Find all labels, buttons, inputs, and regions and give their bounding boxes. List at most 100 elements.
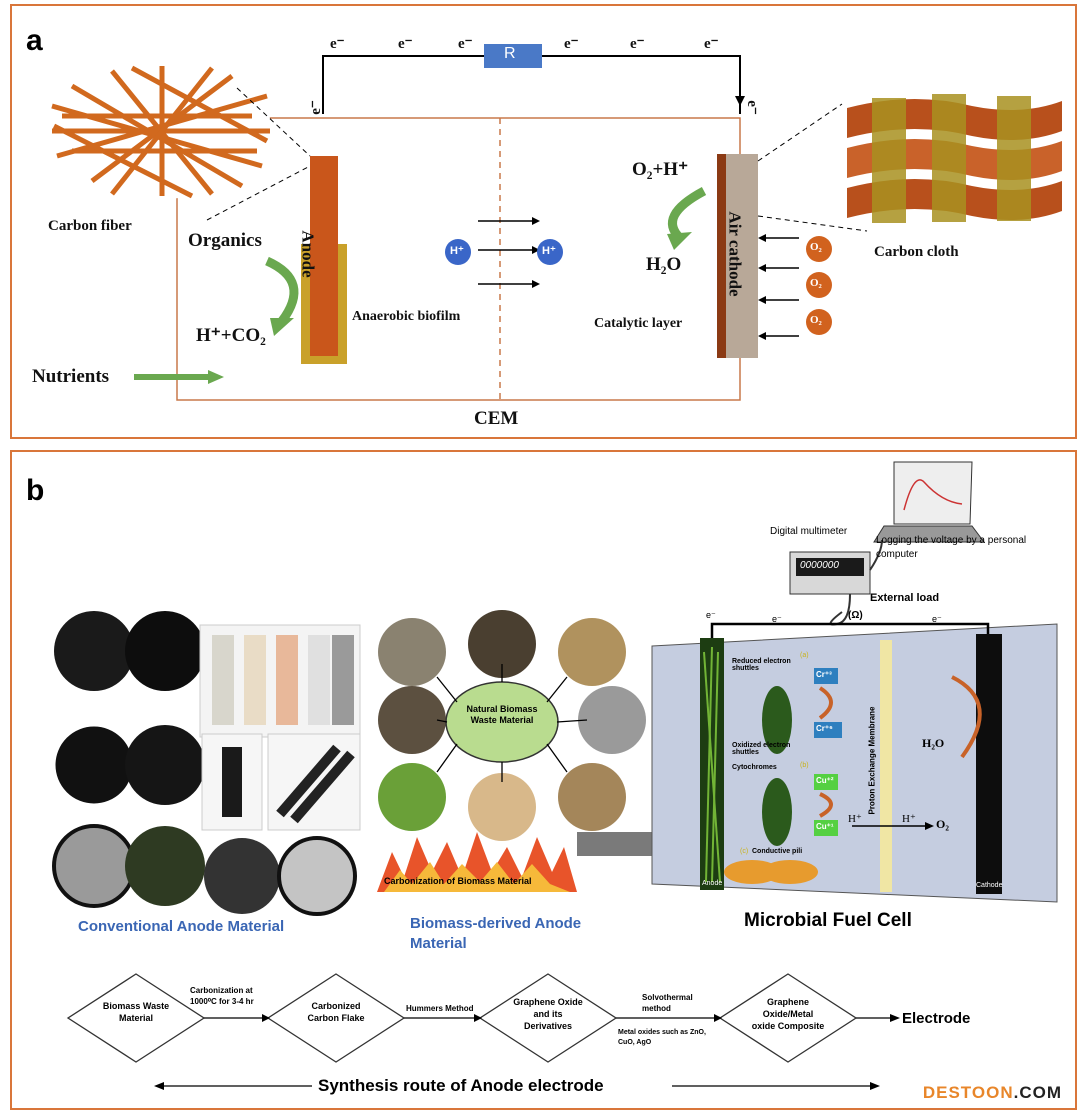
external-load-label: External load	[870, 592, 940, 604]
proton-circle	[537, 239, 563, 265]
h-co2-label: H⁺+CO₂	[196, 325, 266, 346]
cu2-label: Cu⁺²	[816, 776, 834, 785]
flow-step-2: Carbonized Carbon Flake	[307, 1001, 365, 1023]
anode-photo	[125, 725, 205, 805]
biomass-arrows	[436, 664, 588, 782]
carbon-cloth-label: Carbon cloth	[874, 244, 959, 260]
anode-photo	[125, 826, 205, 906]
proton-label: H⁺	[542, 245, 556, 257]
reduced-shuttles-label: Reduced electron shuttles	[732, 658, 791, 672]
h-plus-label: H⁺	[848, 813, 862, 825]
tag-b: (b)	[800, 762, 809, 769]
air-cathode	[726, 154, 758, 358]
oxygen-input-arrows	[766, 237, 799, 337]
anode-photo	[54, 611, 134, 691]
carbon-cloth-weave	[847, 94, 1062, 223]
electron-label: e⁻	[330, 36, 345, 52]
bacterium	[762, 778, 792, 846]
resistor	[484, 44, 542, 68]
anode-photo	[125, 611, 205, 691]
pem-label: Proton Exchange Membrane	[867, 706, 877, 815]
electron-label: e⁻	[564, 36, 579, 52]
anode-photo	[52, 824, 136, 908]
organics-label: Organics	[188, 230, 262, 251]
anaerobic-biofilm-label: Anaerobic biofilm	[352, 309, 461, 324]
biomass-photo	[558, 618, 626, 686]
o2-h-label: O₂+H⁺	[632, 159, 689, 180]
electron-label: e⁻	[772, 614, 782, 624]
organics-arrow	[265, 256, 299, 324]
biomass-photo	[468, 773, 536, 841]
flow-arrow-1: Carbonization at 1000⁰C for 3-4 hr	[190, 986, 254, 1006]
multimeter-label: Digital multimeter	[770, 526, 848, 537]
zoom-line	[236, 87, 311, 157]
electron-label: e⁻	[458, 36, 473, 52]
h2o-label: H₂O	[646, 254, 682, 275]
electron-label: e⁻	[743, 100, 760, 115]
biomass-photo	[378, 763, 446, 831]
logging-label: Logging the voltage by a personal comput…	[876, 535, 1027, 560]
anode-label: Anode	[702, 880, 723, 887]
anode-electrode	[310, 156, 338, 356]
anode-photo	[277, 836, 357, 916]
resistor-label: R	[504, 45, 516, 62]
mfc-cathode	[976, 634, 1002, 894]
cu1-label: Cu⁺¹	[816, 822, 834, 831]
cathode-label: Cathode	[976, 882, 1003, 889]
cr3-label: Cr⁺³	[816, 670, 832, 679]
proton-arrows	[478, 220, 532, 285]
wire-arrow	[735, 96, 745, 106]
watermark: DESTOON.COM	[923, 1083, 1062, 1103]
flow-note-3: Metal oxides such as ZnO, CuO, AgO	[618, 1029, 706, 1046]
multimeter-display: 0000000	[800, 560, 839, 571]
cem-label: CEM	[474, 408, 519, 429]
tag-c: (c)	[740, 848, 749, 855]
flow-step-3: Graphene Oxide and its Derivatives	[513, 997, 583, 1031]
zoom-line	[206, 165, 311, 221]
flow-step-1: Biomass Waste Material	[102, 1001, 170, 1023]
oxidized-shuttles-label: Oxidized electron shuttles	[732, 742, 791, 756]
synthesis-route-label: Synthesis route of Anode electrode	[318, 1076, 604, 1095]
flow-end: Electrode	[902, 1010, 971, 1027]
proton-circle	[445, 239, 471, 265]
panel-b-drawing	[52, 461, 1058, 1090]
laptop-screen	[893, 461, 973, 525]
conductive-pili-label: Conductive pili	[752, 848, 803, 855]
anode-photo	[52, 723, 136, 807]
flowchart	[66, 973, 858, 1063]
cr6-label: Cr⁺⁶	[816, 724, 833, 733]
panel-a: a e⁻ e⁻ e⁻ e⁻ e⁻ e⁻ e⁻ e⁻ R Carbon fiber…	[10, 4, 1077, 439]
panel-b-letter: b	[26, 474, 45, 507]
o2-label: O₂	[810, 241, 822, 253]
anode-label: Anode	[298, 230, 318, 278]
carbonization-label: Carbonization of Biomass Material	[384, 876, 532, 886]
o2-label: O₂	[810, 277, 822, 289]
o2-circle	[806, 309, 832, 335]
flow-arrow-2: Hummers Method	[406, 1004, 474, 1013]
zoom-line	[757, 103, 843, 162]
catalytic-layer	[717, 154, 726, 358]
oxygen-arrow	[667, 187, 707, 242]
mfc-title: Microbial Fuel Cell	[744, 910, 912, 931]
proton-exchange-membrane	[880, 640, 892, 892]
nutrients-label: Nutrients	[32, 366, 110, 387]
biomass-photo	[578, 686, 646, 754]
electron-label: e⁻	[704, 36, 719, 52]
cytochromes-label: Cytochromes	[732, 764, 777, 771]
mfc-chamber	[651, 623, 1058, 903]
mfc-wire	[710, 622, 990, 638]
o2-label: O₂	[810, 314, 822, 326]
electron-label: e⁻	[398, 36, 413, 52]
proton-label: H⁺	[450, 245, 464, 257]
electron-label: e⁻	[706, 610, 716, 620]
biomass-photo	[378, 686, 446, 754]
natural-biomass-label: Natural Biomass Waste Material	[466, 704, 538, 725]
panel-a-drawing	[48, 44, 1062, 401]
zoom-line	[757, 215, 868, 232]
watermark-left: DESTOON	[922, 1083, 1014, 1102]
panel-a-letter: a	[26, 24, 43, 57]
biomass-photo	[468, 610, 536, 678]
flow-step-4: Graphene Oxide/Metal oxide Composite	[751, 997, 825, 1031]
laptop-base	[873, 525, 985, 543]
catalytic-layer-label: Catalytic layer	[594, 316, 683, 331]
